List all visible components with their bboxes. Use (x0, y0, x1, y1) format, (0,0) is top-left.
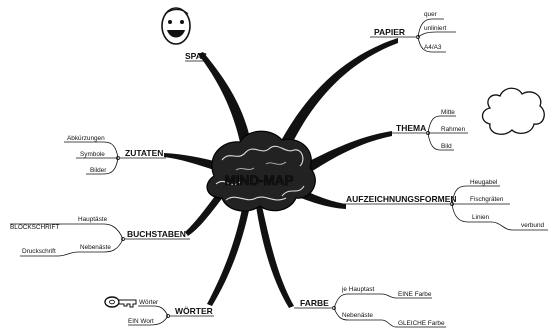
branch-zutaten (164, 153, 218, 170)
thema-subs: Mitte Rahmen Bild (426, 109, 468, 151)
branch-buchstaben (185, 192, 224, 236)
subsub-eine-farbe: EINE Farbe (398, 291, 432, 298)
label-spass: SPAß (185, 51, 207, 61)
sub-bild: Bild (441, 143, 452, 150)
label-thema: THEMA (396, 123, 426, 133)
sub-farbe-nebenaeste: Nebenäste (342, 312, 373, 319)
label-buchstaben: BUCHSTABEN (127, 229, 186, 239)
sub-quer: quer (424, 11, 438, 18)
sub-a4a3: A4/A3 (424, 44, 442, 51)
sub-symbole: Symbole (80, 151, 105, 158)
key-icon (104, 296, 137, 308)
subsub-druckschrift: Druckschrift (22, 248, 56, 255)
cloud-icon (481, 87, 545, 135)
branch-woerter (207, 204, 250, 306)
sub-unliniert: unliniert (424, 25, 447, 32)
branch-spass (198, 52, 252, 152)
aufzeichnung-subs: Heugabel Fischgräten Linien verbund (450, 179, 548, 231)
subsub-blockschrift: BLOCKSCHRIFT (10, 224, 59, 231)
label-papier: PAPIER (374, 27, 405, 37)
center-label: MIND-MAP (225, 173, 294, 188)
brain-icon (206, 130, 316, 212)
sub-fischgraeten: Fischgräten (470, 196, 504, 203)
sub-heugabel: Heugabel (470, 179, 497, 186)
sub-hauptaeste: Hauptäste (78, 216, 108, 223)
label-zutaten: ZUTATEN (125, 148, 163, 158)
woerter-subs: Wörter EIN Wort (128, 299, 170, 326)
farbe-subs: je Hauptast Nebenäste EINE Farbe GLEICHE… (332, 286, 446, 328)
sub-nebenaeste: Nebenäste (80, 244, 111, 251)
zutaten-subs: Abkürzungen Symbole Bilder (64, 135, 120, 175)
sub-je-hauptast: je Hauptast (341, 286, 375, 293)
sub-abkuerzungen: Abkürzungen (67, 135, 105, 142)
sub-mitte: Mitte (441, 109, 455, 116)
label-farbe: FARBE (300, 298, 329, 308)
label-woerter: WÖRTER (175, 306, 213, 316)
sub-bilder: Bilder (90, 167, 107, 174)
papier-subs: quer unliniert A4/A3 (416, 11, 456, 53)
sub-linien: Linien (472, 214, 490, 221)
sub-ein-wort: EIN Wort (128, 318, 154, 325)
sub-woerter: Wörter (139, 299, 159, 306)
buchstaben-subs: Hauptäste Nebenäste BLOCKSCHRIFT Drucksc… (10, 216, 125, 257)
subsub-gleiche-farbe: GLEICHE Farbe (398, 320, 445, 327)
sub-rahmen: Rahmen (441, 126, 466, 133)
label-aufzeichnung: AUFZEICHNUNGSFORMEN (346, 194, 457, 204)
branch-farbe (256, 206, 294, 308)
sub-verbund: verbund (521, 222, 545, 229)
smiley-icon (161, 7, 191, 45)
